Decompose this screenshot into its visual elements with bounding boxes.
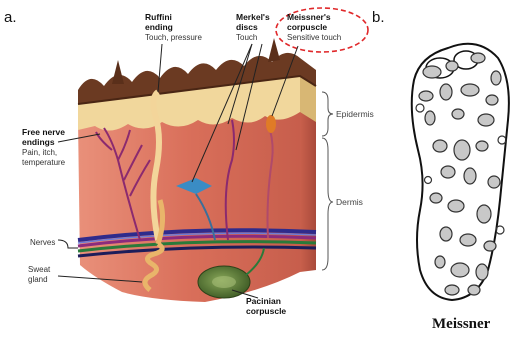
svg-text:Sensitive touch: Sensitive touch — [287, 33, 341, 42]
svg-text:corpuscle: corpuscle — [287, 22, 327, 32]
svg-text:temperature: temperature — [22, 158, 66, 167]
hair-follicle — [268, 38, 280, 62]
hair-follicle — [112, 60, 124, 84]
panel-b: b. — [372, 9, 509, 332]
svg-text:Meissner's: Meissner's — [287, 12, 331, 22]
svg-text:Touch: Touch — [236, 33, 257, 42]
svg-text:discs: discs — [236, 22, 258, 32]
dermis-label: Dermis — [336, 197, 363, 207]
svg-text:Ruffini: Ruffini — [145, 12, 172, 22]
svg-text:ending: ending — [145, 22, 173, 32]
svg-text:Sweat: Sweat — [28, 265, 51, 274]
epidermis-label: Epidermis — [336, 109, 374, 119]
meissner-caption: Meissner — [432, 316, 491, 332]
layer-brackets — [322, 92, 333, 270]
label-meissner: Meissner's corpuscle Sensitive touch — [276, 8, 368, 52]
label-pacinian: Pacinian corpuscle — [246, 296, 286, 316]
label-sweat-gland: Sweat gland — [28, 265, 51, 284]
label-nerves: Nerves — [30, 238, 55, 247]
svg-text:corpuscle: corpuscle — [246, 306, 286, 316]
svg-text:Pain, itch,: Pain, itch, — [22, 148, 57, 157]
svg-text:gland: gland — [28, 275, 48, 284]
svg-text:Free nerve: Free nerve — [22, 127, 65, 137]
panel-a: a. — [4, 8, 374, 316]
panel-a-letter: a. — [4, 9, 17, 26]
svg-text:Pacinian: Pacinian — [246, 296, 281, 306]
label-ruffini: Ruffini ending Touch, pressure — [145, 12, 202, 42]
svg-text:Merkel's: Merkel's — [236, 12, 270, 22]
svg-text:Touch, pressure: Touch, pressure — [145, 33, 202, 42]
label-merkel: Merkel's discs Touch — [236, 12, 270, 42]
panel-b-letter: b. — [372, 9, 385, 26]
svg-text:endings: endings — [22, 137, 55, 147]
label-free-nerve: Free nerve endings Pain, itch, temperatu… — [22, 127, 66, 167]
